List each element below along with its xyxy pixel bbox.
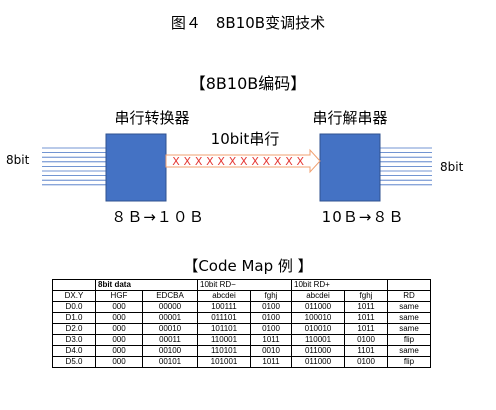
table-cell: 00000 bbox=[142, 301, 198, 313]
table-cell: 1101 bbox=[344, 345, 388, 357]
column-header: fghj bbox=[250, 290, 292, 302]
column-header: RD bbox=[387, 290, 431, 302]
table-cell: 100010 bbox=[291, 312, 345, 324]
table-cell: same bbox=[387, 312, 431, 324]
table-row: D3.0 000 00011 110001 1011 110001 0100 f… bbox=[52, 334, 431, 346]
table-cell: 0100 bbox=[250, 312, 292, 324]
table-cell: 1011 bbox=[250, 334, 292, 346]
table-row: D1.0 000 00001 011101 0100 100010 1011 s… bbox=[52, 312, 431, 324]
table-cell: 00100 bbox=[142, 345, 198, 357]
table-cell: 011000 bbox=[291, 345, 345, 357]
bitstream-arrow bbox=[165, 148, 321, 174]
table-cell: 010010 bbox=[291, 323, 345, 335]
table-cell: 1011 bbox=[344, 323, 388, 335]
table-cell: 0100 bbox=[250, 323, 292, 335]
table-cell: 110101 bbox=[197, 345, 251, 357]
output-bus-lines bbox=[380, 147, 432, 186]
table-cell: 00010 bbox=[142, 323, 198, 335]
table-cell: 100111 bbox=[197, 301, 251, 313]
deserializer-box bbox=[319, 133, 381, 202]
table-cell: 1011 bbox=[344, 312, 388, 324]
table-cell: D2.0 bbox=[52, 323, 96, 335]
group-header-rd-plus: 10bit RD+ bbox=[291, 279, 388, 291]
bit-marker: X bbox=[229, 155, 237, 168]
table-cell: 011000 bbox=[291, 301, 345, 313]
figure-title: 图４ 8B10B变调技术 bbox=[170, 14, 326, 32]
table-cell: 0100 bbox=[344, 356, 388, 368]
table-cell: 000 bbox=[95, 301, 143, 313]
deserializer-label: 串行解串器 bbox=[312, 109, 388, 127]
table-cell: flip bbox=[387, 356, 431, 368]
bit-marker: X bbox=[274, 155, 282, 168]
table-cell: D1.0 bbox=[52, 312, 96, 324]
serializer-caption: ８Ｂ→１０Ｂ bbox=[111, 208, 205, 226]
table-cell: 000 bbox=[95, 356, 143, 368]
column-header: DX.Y bbox=[52, 290, 96, 302]
table-cell: 101101 bbox=[197, 323, 251, 335]
bit-marker: X bbox=[206, 155, 214, 168]
table-row: D0.0 000 00000 100111 0100 011000 1011 s… bbox=[52, 301, 431, 313]
column-header: HGF bbox=[95, 290, 143, 302]
table-cell: 0010 bbox=[250, 345, 292, 357]
table-cell: 000 bbox=[95, 312, 143, 324]
table-cell: D4.0 bbox=[52, 345, 96, 357]
bitstream-label: 10bit串行 bbox=[210, 130, 280, 148]
column-header: abcdei bbox=[197, 290, 251, 302]
table-cell: 00101 bbox=[142, 356, 198, 368]
column-header: fghj bbox=[344, 290, 388, 302]
code-map-title: 【Code Map 例 】 bbox=[183, 257, 313, 275]
table-cell: same bbox=[387, 323, 431, 335]
bit-marker: X bbox=[297, 155, 305, 168]
table-cell: D0.0 bbox=[52, 301, 96, 313]
table-cell: 0100 bbox=[250, 301, 292, 313]
column-header: EDCBA bbox=[142, 290, 198, 302]
table-cell: D3.0 bbox=[52, 334, 96, 346]
table-header-row: DX.Y HGF EDCBA abcdei fghj abcdei fghj R… bbox=[52, 290, 431, 302]
bit-marker: X bbox=[285, 155, 293, 168]
table-cell: 000 bbox=[95, 334, 143, 346]
section-title: 【8B10B编码】 bbox=[189, 74, 307, 93]
input-bus-label: 8bit bbox=[6, 153, 30, 167]
table-cell: flip bbox=[387, 334, 431, 346]
table-cell: 000 bbox=[95, 345, 143, 357]
input-bus-lines bbox=[42, 147, 106, 186]
group-header-8bit: 8bit data bbox=[95, 279, 198, 291]
table-row: D5.0 000 00101 101001 1011 011000 0100 f… bbox=[52, 356, 431, 368]
table-cell: 00001 bbox=[142, 312, 198, 324]
bit-marker: X bbox=[184, 155, 192, 168]
table-cell: 0100 bbox=[344, 334, 388, 346]
table-cell: 00011 bbox=[142, 334, 198, 346]
bit-marker: X bbox=[172, 155, 180, 168]
table-cell: 011101 bbox=[197, 312, 251, 324]
table-cell: 1011 bbox=[250, 356, 292, 368]
table-cell: D5.0 bbox=[52, 356, 96, 368]
table-cell bbox=[52, 279, 96, 291]
table-cell: 101001 bbox=[197, 356, 251, 368]
code-map-table: 8bit data 10bit RD− 10bit RD+ DX.Y HGF E… bbox=[52, 279, 431, 368]
table-row: D4.0 000 00100 110101 0010 011000 1101 s… bbox=[52, 345, 431, 357]
table-cell: 000 bbox=[95, 323, 143, 335]
serializer-box bbox=[105, 133, 167, 202]
bit-marker: X bbox=[240, 155, 248, 168]
bit-marker: X bbox=[195, 155, 203, 168]
deserializer-caption: 10Ｂ→８Ｂ bbox=[321, 208, 405, 226]
table-row: D2.0 000 00010 101101 0100 010010 1011 s… bbox=[52, 323, 431, 335]
bit-marker: X bbox=[263, 155, 271, 168]
bit-marker: X bbox=[217, 155, 225, 168]
table-cell: 011000 bbox=[291, 356, 345, 368]
output-bus-label: 8bit bbox=[440, 160, 464, 174]
table-group-header-row: 8bit data 10bit RD− 10bit RD+ bbox=[52, 279, 431, 291]
table-cell: 110001 bbox=[291, 334, 345, 346]
serializer-label: 串行转换器 bbox=[114, 109, 190, 127]
table-cell bbox=[387, 279, 431, 291]
group-header-rd-minus: 10bit RD− bbox=[197, 279, 292, 291]
table-cell: 110001 bbox=[197, 334, 251, 346]
table-cell: same bbox=[387, 301, 431, 313]
table-cell: same bbox=[387, 345, 431, 357]
column-header: abcdei bbox=[291, 290, 345, 302]
table-cell: 1011 bbox=[344, 301, 388, 313]
bit-marker: X bbox=[251, 155, 259, 168]
